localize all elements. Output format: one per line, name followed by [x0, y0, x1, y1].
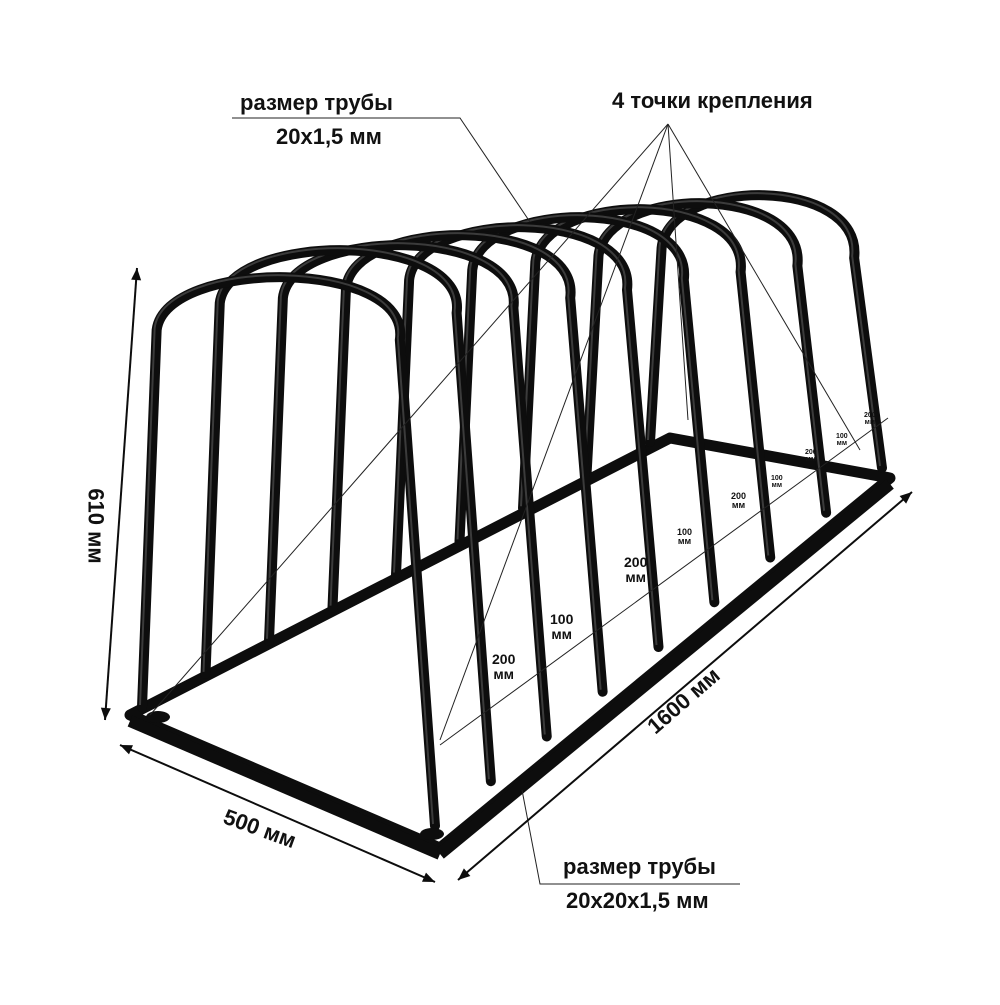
tube-size-top-value: 20x1,5 мм — [276, 124, 382, 149]
arch-tube-highlight — [520, 206, 770, 556]
mount-points-label: 4 точки крепления — [612, 88, 813, 113]
mount-point-leader — [439, 123, 669, 741]
tube-top-leader — [232, 117, 531, 223]
width-dimension-arrow-head — [120, 745, 133, 755]
length-dimension-arrow-head — [458, 868, 471, 880]
height-dimension-arrow-head — [131, 268, 142, 281]
base-frame-front-rail — [127, 715, 443, 860]
arch-tube-highlight — [139, 274, 434, 825]
arch-tube-highlight — [329, 232, 602, 690]
tube-size-bottom-label: размер трубы — [563, 854, 716, 879]
base-frame-side-rail — [436, 479, 894, 859]
height-dimension-arrow — [104, 267, 138, 721]
tube-size-bottom-value: 20x20x1,5 мм — [566, 888, 709, 913]
mount-point-leader — [667, 123, 689, 421]
length-dimension-arrow-head — [899, 492, 912, 504]
length-dimension-arrow — [457, 491, 913, 881]
mount-plate — [420, 828, 444, 840]
height-dimension: 610 мм — [83, 488, 109, 564]
height-dimension-arrow-head — [100, 707, 111, 720]
spacing-dimension-line — [439, 417, 889, 746]
arch-tube-highlight — [583, 200, 826, 511]
arch-tube-highlight — [647, 192, 881, 467]
width-dimension-arrow-head — [422, 872, 435, 882]
mount-point-leader — [149, 123, 669, 716]
mount-plate — [146, 711, 170, 723]
tube-size-top-label: размер трубы — [240, 90, 393, 115]
width-dimension-arrow — [119, 744, 436, 883]
mount-point-leader — [667, 123, 861, 451]
arch-tube-highlight — [456, 214, 714, 601]
